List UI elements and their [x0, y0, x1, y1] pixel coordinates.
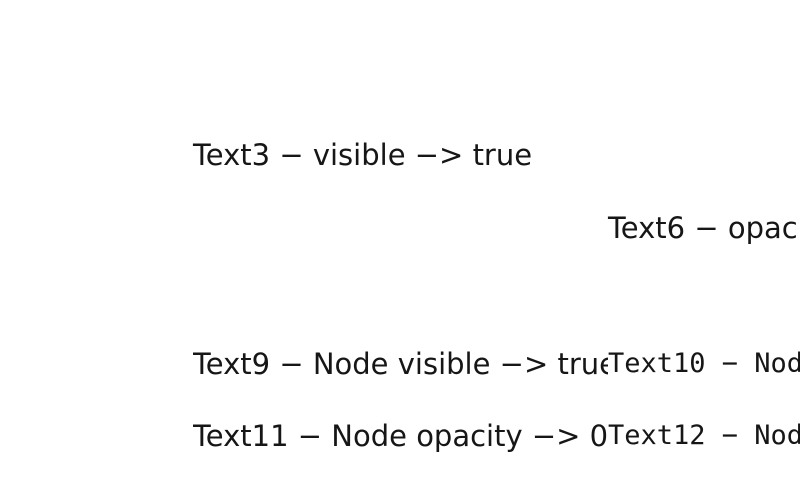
text11-label: Text11 − Node opacity −> 0: [193, 420, 608, 453]
text12-label: Text12 − Nod: [608, 420, 800, 454]
text6-label: Text6 − opac: [608, 211, 798, 245]
text3-label: Text3 − visible −> true: [193, 138, 533, 172]
text10-label: Text10 − Nod: [608, 348, 800, 382]
text9-label: Text9 − Node visible −> true: [193, 348, 608, 381]
